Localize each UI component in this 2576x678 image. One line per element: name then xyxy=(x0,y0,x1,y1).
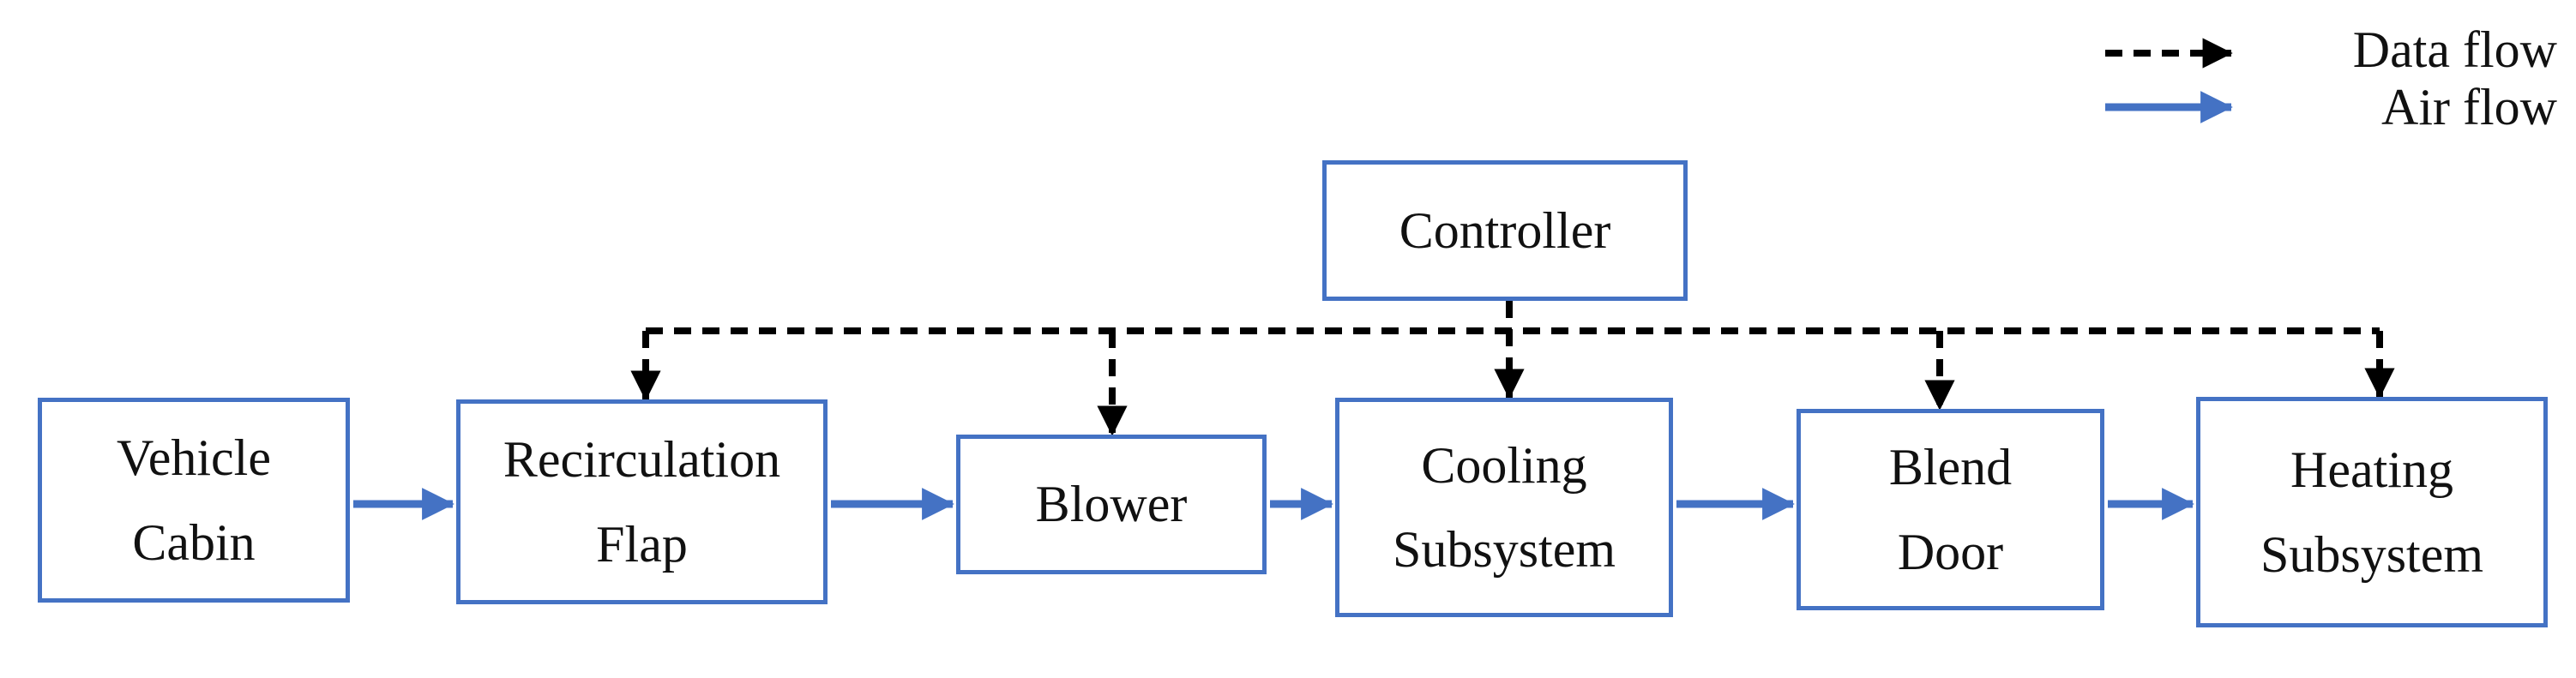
node-label: Flap xyxy=(596,515,688,573)
node-label: Cooling xyxy=(1421,436,1587,494)
node-label: Recirculation xyxy=(503,431,781,489)
node-label: Blend xyxy=(1888,439,2013,496)
node-heating-subsystem: Heating Subsystem xyxy=(2196,397,2548,627)
node-label: Heating xyxy=(2290,441,2453,499)
node-label: Controller xyxy=(1399,201,1611,259)
node-label: Blower xyxy=(1035,476,1188,533)
legend-label-data-flow: Data flow xyxy=(2352,21,2557,78)
node-controller: Controller xyxy=(1322,160,1688,301)
node-blend-door: Blend Door xyxy=(1797,409,2104,610)
legend-label-air-flow: Air flow xyxy=(2381,79,2557,135)
node-recirculation-flap: Recirculation Flap xyxy=(456,399,828,604)
node-label: Vehicle xyxy=(117,429,271,487)
node-blower: Blower xyxy=(956,435,1267,574)
node-label: Door xyxy=(1897,523,2004,580)
node-label: Subsystem xyxy=(2260,525,2484,583)
node-label: Subsystem xyxy=(1392,521,1616,578)
node-cooling-subsystem: Cooling Subsystem xyxy=(1335,398,1673,617)
node-label: Cabin xyxy=(132,513,256,571)
node-vehicle-cabin: Vehicle Cabin xyxy=(38,398,350,603)
